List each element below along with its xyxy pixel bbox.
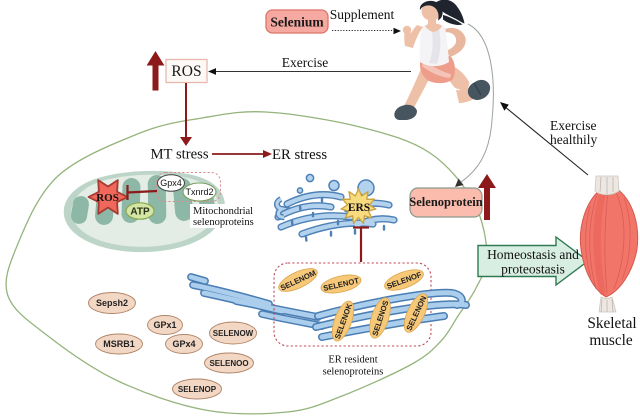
- svg-text:ERS: ERS: [348, 202, 370, 214]
- svg-text:ROS: ROS: [96, 192, 119, 204]
- svg-text:selenoproteins: selenoproteins: [193, 217, 254, 228]
- svg-text:ATP: ATP: [130, 207, 150, 218]
- svg-text:proteostasis: proteostasis: [501, 262, 565, 277]
- svg-text:SELENOO: SELENOO: [209, 359, 248, 368]
- svg-text:selenoproteins: selenoproteins: [323, 367, 384, 378]
- svg-text:Sepsh2: Sepsh2: [96, 298, 128, 308]
- svg-text:healthily: healthily: [550, 132, 597, 147]
- svg-text:ER stress: ER stress: [272, 147, 327, 163]
- svg-text:Skeletal: Skeletal: [587, 315, 636, 332]
- svg-text:Gpx4: Gpx4: [160, 178, 182, 188]
- svg-text:MSRB1: MSRB1: [103, 339, 135, 349]
- svg-text:muscle: muscle: [589, 332, 633, 349]
- svg-text:Supplement: Supplement: [330, 7, 395, 22]
- svg-text:Exercise: Exercise: [550, 118, 596, 133]
- svg-text:Mitochondrial: Mitochondrial: [193, 206, 253, 217]
- svg-text:Selenoprotein: Selenoprotein: [409, 195, 482, 209]
- svg-text:Exercise: Exercise: [282, 55, 328, 70]
- svg-text:SELENOW: SELENOW: [213, 329, 254, 338]
- svg-text:SELENOP: SELENOP: [178, 385, 217, 394]
- svg-text:MT stress: MT stress: [151, 147, 209, 163]
- svg-text:ER resident: ER resident: [328, 355, 377, 366]
- svg-text:Homeostasis and: Homeostasis and: [487, 247, 579, 262]
- svg-text:Selenium: Selenium: [270, 15, 324, 30]
- svg-text:GPx4: GPx4: [172, 339, 195, 349]
- svg-text:ROS: ROS: [171, 63, 201, 80]
- svg-text:Txnrd2: Txnrd2: [185, 187, 213, 197]
- svg-text:GPx1: GPx1: [153, 320, 176, 330]
